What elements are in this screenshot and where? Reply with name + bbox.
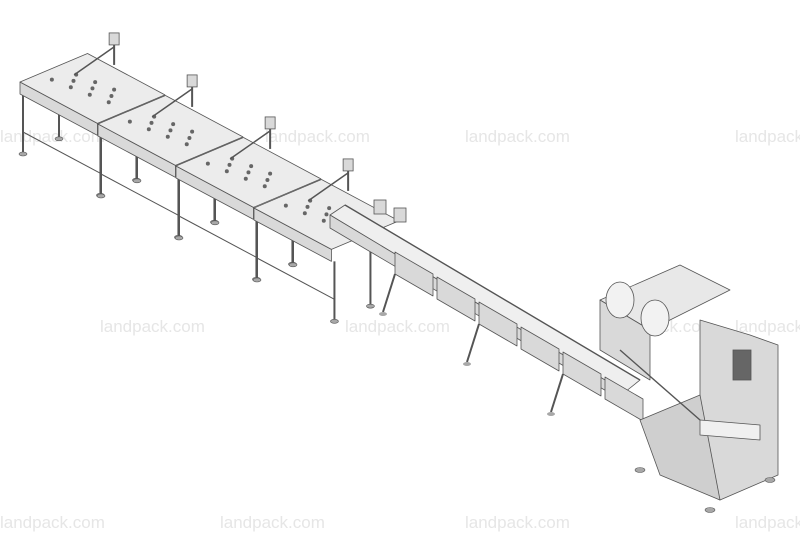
leg-foot [174, 235, 184, 241]
leg-brace [100, 173, 179, 216]
gantry-arm [151, 88, 193, 118]
product-item [90, 86, 95, 91]
motor [264, 116, 276, 130]
leg-foot [96, 193, 106, 199]
leg-foot [634, 467, 646, 473]
leg-foot [288, 262, 298, 268]
product-item [190, 129, 195, 134]
product-item [49, 77, 54, 82]
product-item [146, 127, 151, 132]
product-item [249, 164, 254, 169]
leg-foot [547, 412, 555, 416]
product-item [265, 177, 270, 182]
product-item [262, 184, 267, 189]
leg-foot [330, 319, 339, 324]
conveyor-cabinet [394, 251, 434, 297]
motor [108, 32, 120, 46]
film-unit-side [599, 299, 651, 381]
drive-motor [373, 199, 387, 215]
leg-foot [18, 151, 28, 157]
leg-foot [764, 477, 776, 483]
leg-foot [132, 178, 142, 184]
product-item [87, 92, 92, 97]
product-item [227, 162, 232, 167]
conveyor-leg [382, 273, 396, 313]
film-roll [605, 281, 635, 319]
product-item [68, 85, 73, 90]
product-item [321, 218, 326, 223]
film-roll [640, 299, 670, 337]
product-item [327, 206, 332, 211]
product-item [305, 204, 310, 209]
watermark-text: landpack.com [735, 127, 800, 146]
product-item [171, 122, 176, 127]
motor [342, 158, 354, 172]
conveyor-cabinet [520, 326, 560, 372]
leg-foot [463, 362, 471, 366]
flow-wrapping-machine [599, 264, 779, 513]
control-panel [732, 349, 752, 381]
watermark-text: landpack.com [465, 127, 570, 146]
leg-foot [366, 303, 375, 309]
product-item [184, 142, 189, 147]
conveyor-cabinet [562, 351, 602, 397]
watermark-text: landpack.com [100, 317, 205, 336]
conveyor-belt [329, 204, 641, 393]
product-item [243, 176, 248, 181]
leg-brace [256, 257, 335, 300]
conveyor-cabinet [478, 301, 518, 347]
product-item [205, 161, 210, 166]
watermark-text: landpack.com [220, 513, 325, 532]
guide-rail [344, 204, 641, 381]
gantry-arm [73, 46, 115, 76]
product-item [168, 128, 173, 133]
watermark-text: landpack.com [0, 127, 105, 146]
watermark-text: landpack.com [345, 317, 450, 336]
product-item [109, 93, 114, 98]
product-item [246, 170, 251, 175]
conveyor-leg [550, 373, 564, 413]
watermark-text: landpack.com [465, 513, 570, 532]
feeding-tables [18, 32, 400, 324]
product-item [187, 135, 192, 140]
product-item [283, 203, 288, 208]
product-item [127, 119, 132, 124]
conveyor-cabinet [436, 276, 476, 322]
sealing-jaw-rail [619, 349, 701, 421]
product-item [112, 87, 117, 92]
leg-foot [704, 507, 716, 513]
watermark-text: landpack.com [735, 317, 800, 336]
watermark-text: landpack.com [735, 513, 800, 532]
product-item [268, 171, 273, 176]
leg-foot [54, 136, 64, 142]
product-item [165, 134, 170, 139]
infeed-conveyor [329, 199, 644, 422]
table-module [174, 116, 322, 282]
leg-foot [379, 312, 387, 316]
gantry-arm [229, 130, 271, 160]
leg-brace [22, 131, 101, 174]
motor [186, 74, 198, 88]
product-item [302, 211, 307, 216]
watermark-text: landpack.com [0, 513, 105, 532]
product-item [224, 169, 229, 174]
outfeed-conveyor [699, 419, 761, 441]
gantry-arm [307, 172, 349, 202]
watermark-text: landpack.com [265, 127, 370, 146]
product-item [149, 120, 154, 125]
product-item [324, 212, 329, 217]
product-item [93, 80, 98, 85]
leg-foot [252, 277, 262, 283]
leg-foot [210, 220, 220, 226]
product-item [106, 100, 111, 105]
conveyor-leg [466, 323, 480, 363]
product-item [71, 78, 76, 83]
drive-motor [393, 207, 407, 223]
leg-brace [178, 215, 257, 258]
